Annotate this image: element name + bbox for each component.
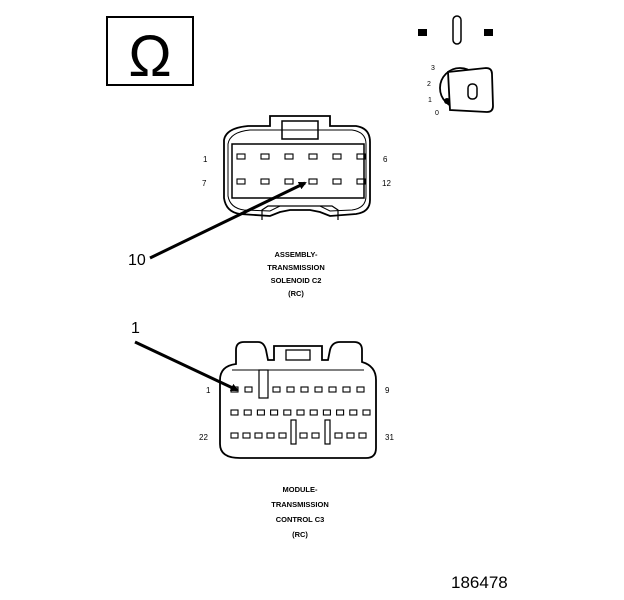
c3-pin [328, 386, 337, 393]
c3-pin [296, 409, 305, 416]
c3-pin [243, 409, 252, 416]
c2-pin [356, 153, 366, 160]
c3-label-line-2: TRANSMISSION [271, 500, 329, 509]
c3-pin [362, 409, 371, 416]
c2-pin-label-6: 6 [383, 155, 388, 164]
c2-pin-cavity [231, 143, 365, 199]
callout-10-arrow [149, 181, 307, 260]
c2-pin [308, 178, 318, 185]
callout-10: 10 [128, 181, 307, 269]
c2-pin [308, 153, 318, 160]
c3-pin-grid [230, 386, 371, 439]
c3-key-post [258, 369, 269, 399]
c3-pin [311, 432, 320, 439]
callout-1-number: 1 [131, 320, 140, 337]
c3-pin [230, 432, 239, 439]
c3-pin [230, 386, 239, 393]
c3-pin [299, 432, 308, 439]
c3-pin [266, 432, 275, 439]
c3-pin [270, 409, 279, 416]
switch-slot-icon [452, 15, 462, 45]
c3-label-line-3: CONTROL C3 [276, 515, 325, 524]
c2-pin [284, 153, 294, 160]
c3-pin [242, 432, 251, 439]
callout-1: 1 [131, 320, 239, 392]
callout-1-arrow [134, 340, 239, 392]
c2-pin-grid [236, 153, 366, 185]
c2-label-line-4: (RC) [288, 289, 304, 298]
c2-pin [260, 153, 270, 160]
connector-c3-label: MODULE- TRANSMISSION CONTROL C3 (RC) [271, 485, 329, 539]
c2-pin [332, 178, 342, 185]
c3-pin [336, 409, 345, 416]
c3-pin [322, 409, 331, 416]
c3-pin [342, 386, 351, 393]
c3-pin [278, 432, 287, 439]
right-contact-icon [484, 29, 493, 36]
key-blade [447, 67, 494, 113]
c2-pin [284, 178, 294, 185]
c3-pin-label-9: 9 [385, 386, 390, 395]
c3-pin [358, 432, 367, 439]
c3-divider-left [290, 419, 297, 445]
c3-housing [219, 341, 377, 459]
c3-pin [244, 386, 253, 393]
c3-pin-label-31: 31 [385, 433, 394, 442]
c3-pin [349, 409, 358, 416]
left-contact-icon [418, 29, 427, 36]
c2-pin-label-12: 12 [382, 179, 391, 188]
c3-pin [356, 386, 365, 393]
figure-id: 186478 [451, 573, 508, 592]
c2-label-line-2: TRANSMISSION [267, 263, 325, 272]
ohmmeter-symbol: Ω [106, 16, 194, 89]
c3-pin [314, 386, 323, 393]
key-pointer [444, 98, 450, 104]
ignition-off-indicator [418, 15, 493, 45]
c3-pin [272, 386, 281, 393]
c3-pin [254, 432, 263, 439]
c2-pin [332, 153, 342, 160]
c3-pin [309, 409, 318, 416]
c3-pin-label-22: 22 [199, 433, 208, 442]
c2-key-notch [261, 205, 339, 220]
c2-pin [356, 178, 366, 185]
connector-c2-label: ASSEMBLY- TRANSMISSION SOLENOID C2 (RC) [267, 250, 325, 298]
c2-inner-outline [227, 129, 367, 212]
c2-latch [281, 120, 319, 140]
c3-pin [334, 432, 343, 439]
c2-pin [236, 178, 246, 185]
c3-pin [283, 409, 292, 416]
c2-pin-label-7: 7 [202, 179, 207, 188]
c3-pin [256, 409, 265, 416]
connector-c2: 1 6 7 12 [202, 115, 391, 220]
key-position-2: 2 [427, 81, 431, 88]
c2-pin-label-1: 1 [203, 155, 208, 164]
c3-divider-right [324, 419, 331, 445]
c2-label-line-1: ASSEMBLY- [274, 250, 318, 259]
ohm-box [106, 16, 194, 86]
ignition-key-icon: 3 2 1 0 [427, 65, 494, 117]
c3-label-line-1: MODULE- [283, 485, 318, 494]
c3-pin [286, 386, 295, 393]
key-position-3: 3 [431, 65, 435, 72]
c3-pin [230, 409, 239, 416]
c2-housing [223, 115, 371, 217]
ohm-icon: Ω [128, 24, 171, 89]
c3-pin [300, 386, 309, 393]
c2-label-line-3: SOLENOID C2 [271, 276, 322, 285]
key-hole-icon [467, 83, 478, 100]
connector-c3: 1 9 22 31 [199, 341, 394, 459]
c3-label-line-4: (RC) [292, 530, 308, 539]
c3-latch [285, 349, 311, 361]
c2-pin [260, 178, 270, 185]
key-position-1: 1 [428, 97, 432, 104]
key-position-0: 0 [435, 110, 439, 117]
callout-10-number: 10 [128, 252, 146, 269]
c3-pin-label-1: 1 [206, 386, 211, 395]
c2-pin [236, 153, 246, 160]
c3-pin [346, 432, 355, 439]
